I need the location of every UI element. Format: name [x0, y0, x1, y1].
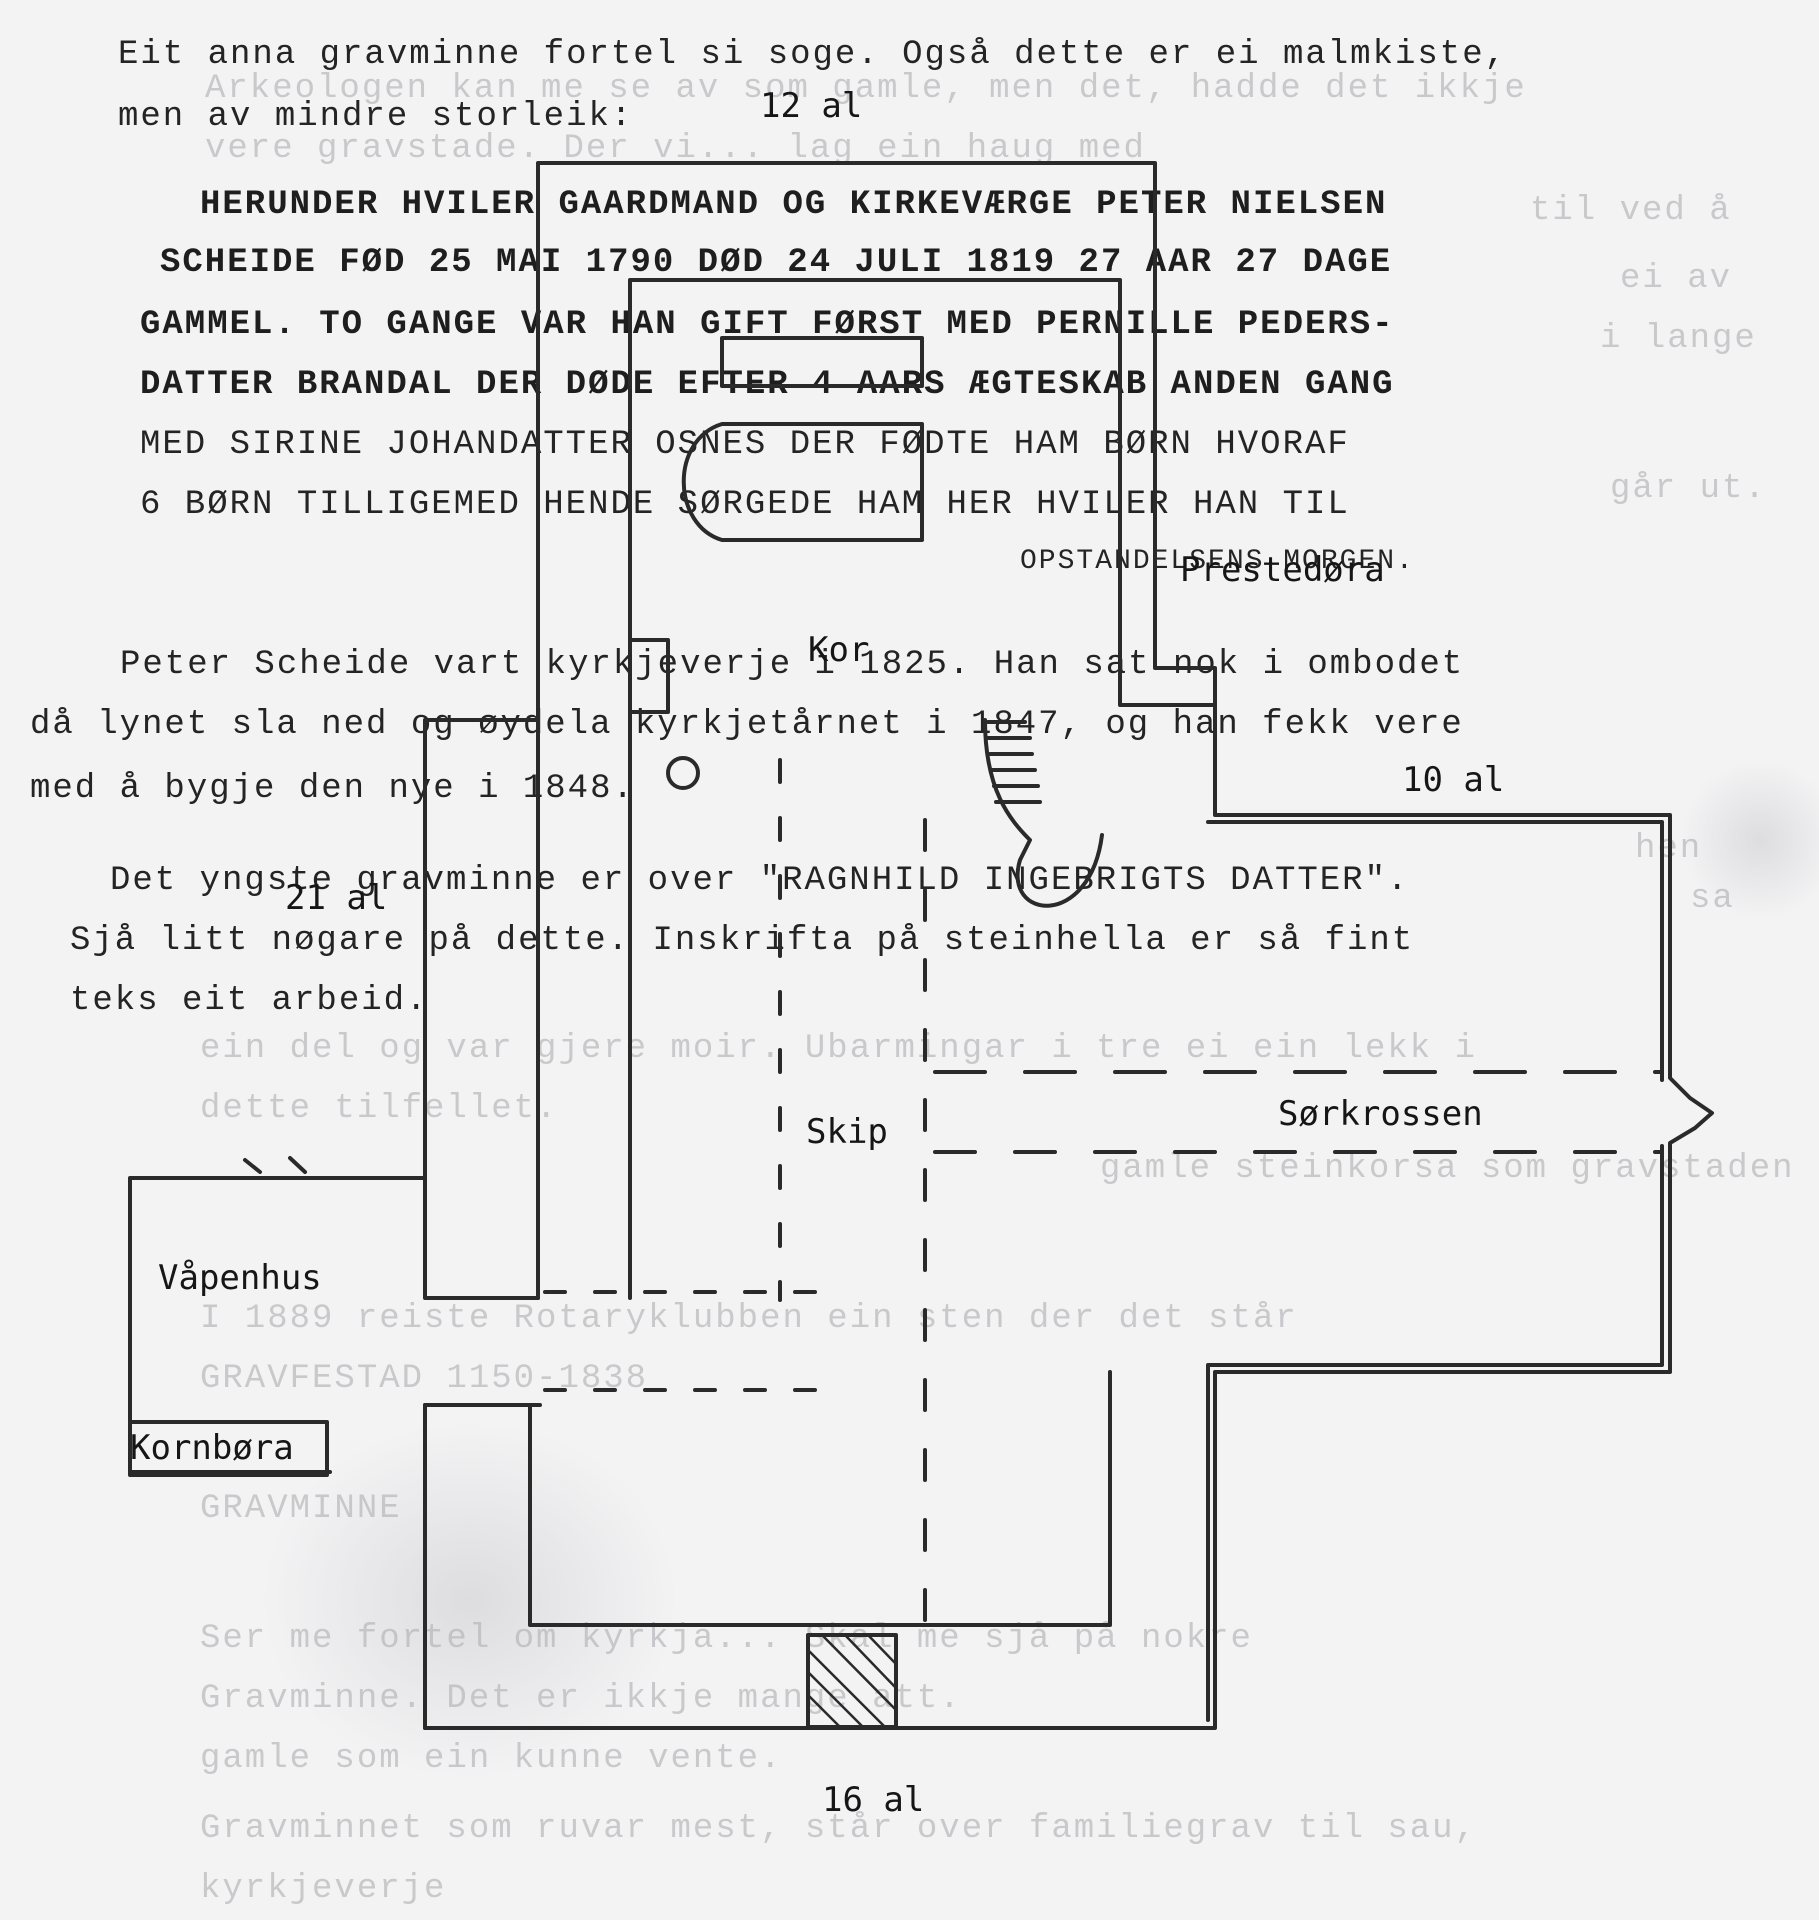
inscription-line: HERUNDER HVILER GAARDMAND OG KIRKEVÆRGE … — [200, 186, 1388, 224]
ghost-line: til ved å — [1530, 192, 1732, 230]
ghost-line: Arkeologen kan me se av som gamle, men d… — [205, 70, 1527, 108]
paragraph-line: teks eit arbeid. — [70, 982, 429, 1020]
altar-rail — [681, 422, 924, 542]
plan-label-kor: Kor — [808, 630, 870, 670]
paragraph-line: med å bygje den nye i 1848. — [30, 770, 635, 808]
sorkrossen-outer-wall — [1206, 820, 1664, 1722]
inscription-line: SCHEIDE FØD 25 MAI 1790 DØD 24 JULI 1819… — [160, 244, 1393, 282]
plan-label-10al: 10 al — [1402, 760, 1505, 800]
ghost-line: I 1889 reiste Rotaryklubben ein sten der… — [200, 1300, 1298, 1338]
ghost-line: kyrkjeverje — [200, 1870, 447, 1908]
nave-lower-wall — [423, 1370, 1112, 1730]
ghost-line: ein del og var gjere moir. Ubarmingar i … — [200, 1030, 1477, 1068]
paragraph-line: Eit anna gravminne fortel si soge. Også … — [118, 36, 1508, 74]
plan-label-prestedora: Prestedøra — [1180, 550, 1385, 590]
vapenhus-door — [243, 1156, 307, 1174]
ghost-line: dette tilfellet. — [200, 1090, 559, 1128]
ghost-line: hen — [1635, 830, 1703, 868]
ghost-line: GRAVFESTAD 1150-1838 — [200, 1360, 649, 1398]
ghost-line: ei av — [1620, 260, 1733, 298]
ghost-line: i lange — [1600, 320, 1757, 358]
altar — [720, 336, 924, 388]
ghost-line: GRAVMINNE — [200, 1490, 402, 1528]
choir-outer-wall — [423, 161, 1714, 1730]
paragraph-line: Sjå litt nøgare på dette. Inskrifta på s… — [70, 922, 1415, 960]
tower-hatch — [806, 1633, 898, 1729]
nave-west-wall — [423, 718, 540, 1300]
font — [666, 756, 700, 790]
paragraph-line: då lynet sla ned og øydela kyrkjetårnet … — [30, 706, 1464, 744]
inscription-line: 6 BØRN TILLIGEMED HENDE SØRGEDE HAM HER … — [140, 486, 1350, 524]
pulpit — [628, 638, 670, 714]
plan-label-sorkrossen: Sørkrossen — [1278, 1094, 1483, 1134]
tower-hatch-lines — [806, 1633, 898, 1730]
paper-smudge — [1680, 760, 1819, 920]
paragraph-line: Det yngste gravminne er over "RAGNHILD I… — [110, 862, 1410, 900]
plan-label-16al: 16 al — [822, 1780, 925, 1820]
vapenhus-wall — [128, 1176, 427, 1474]
ghost-line: Gravminne. Det er ikkje mange att. — [200, 1680, 962, 1718]
ghost-line: gamle steinkorsa som gravstaden — [1100, 1150, 1795, 1188]
paper-smudge — [260, 1420, 680, 1780]
plan-label-12al: 12 al — [760, 86, 863, 126]
ghost-line: gamle som ein kunne vente. — [200, 1740, 783, 1778]
plan-label-kornbora: Kornbøra — [130, 1428, 294, 1468]
stairs — [986, 720, 1042, 804]
choir-inner-wall — [628, 278, 1217, 1300]
paragraph-line: Peter Scheide vart kyrkjeverje i 1825. H… — [120, 646, 1465, 684]
inscription-line: OPSTANDELSENS MORGEN. — [1020, 546, 1415, 577]
plan-label-skip: Skip — [806, 1112, 888, 1152]
chancel-arch — [983, 718, 1104, 908]
ghost-line: sa — [1690, 880, 1735, 918]
paragraph-line: men av mindre storleik: — [118, 98, 634, 136]
plan-label-vapenhus: Våpenhus — [158, 1258, 322, 1298]
ghost-line: går ut. — [1610, 470, 1767, 508]
ghost-line: Gravminnet som ruvar mest, står over fam… — [200, 1810, 1477, 1848]
plan-label-21al: 21 al — [285, 878, 388, 918]
inscription-line: MED SIRINE JOHANDATTER OSNES DER FØDTE H… — [140, 426, 1350, 464]
kornbora-box — [128, 1420, 329, 1477]
